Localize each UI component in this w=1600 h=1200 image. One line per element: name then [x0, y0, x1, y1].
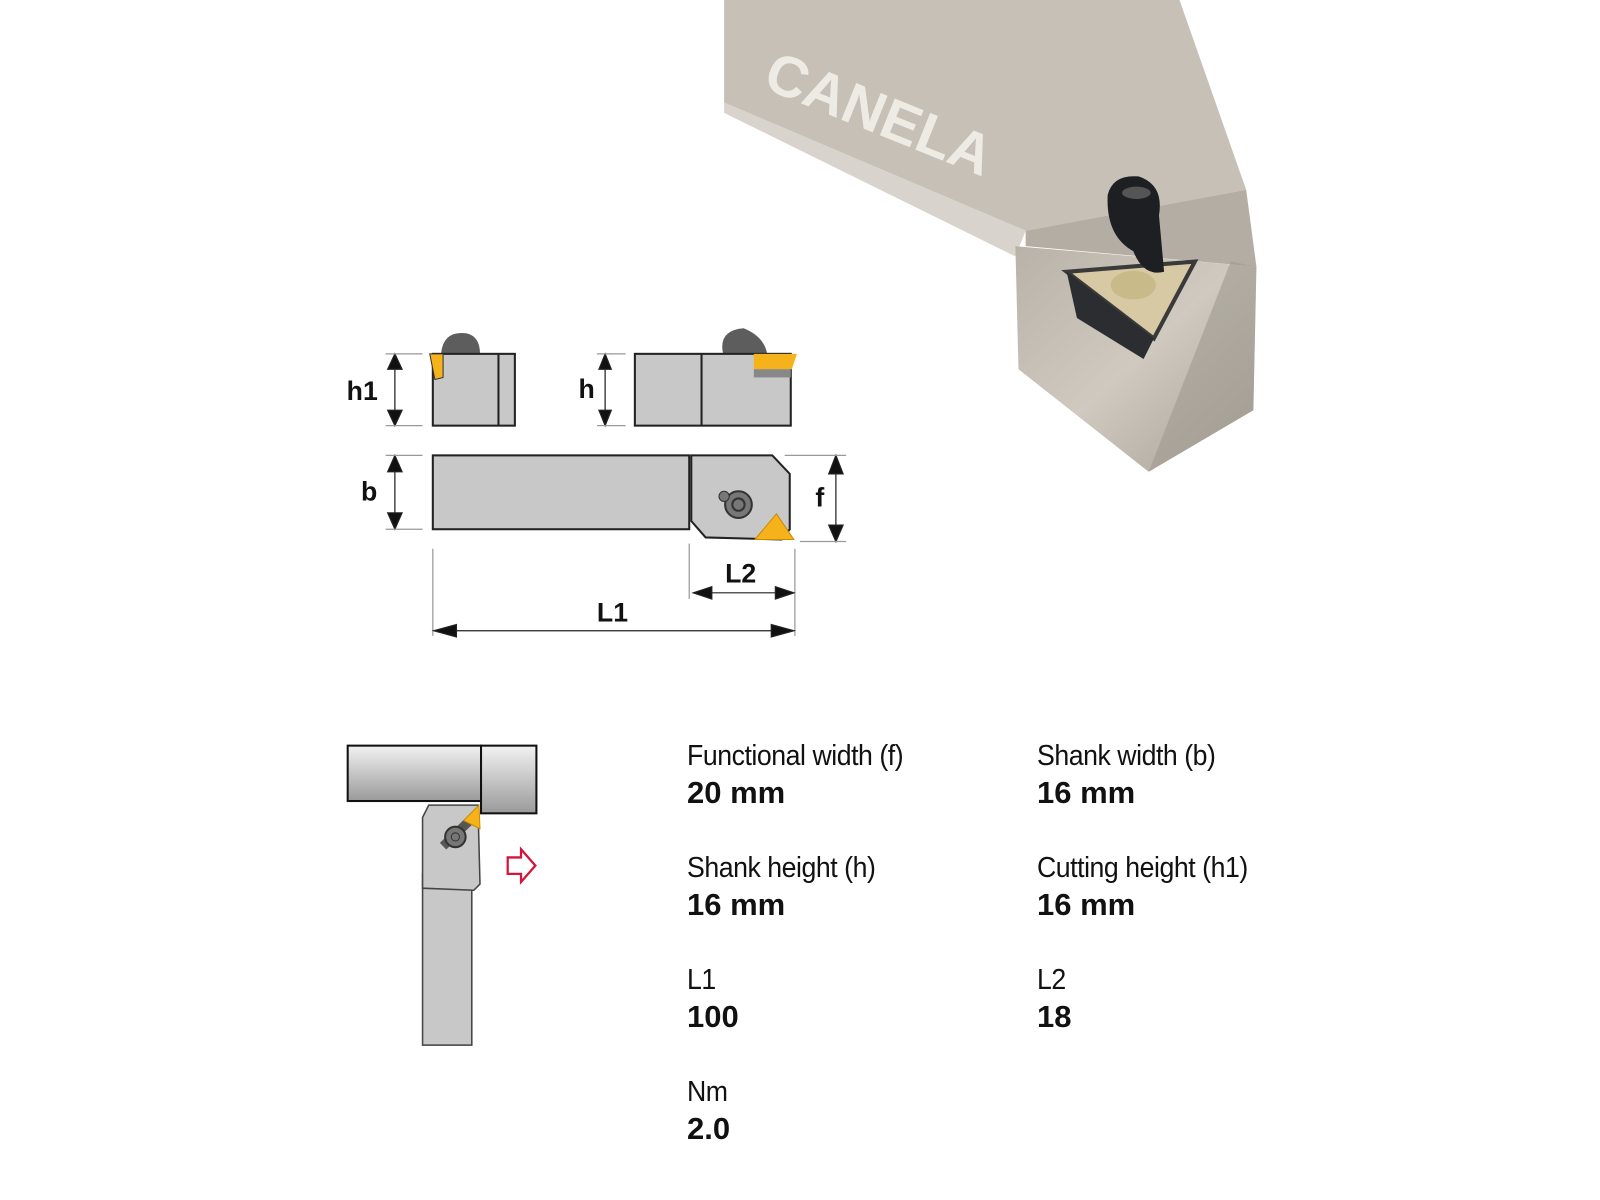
spec-label: Shank width (b): [1037, 740, 1216, 772]
spec-value: 16 mm: [687, 887, 786, 922]
spec-cutting-height: Cutting height (h1) 16 mm: [1037, 852, 1266, 923]
spec-L2: L2 18: [1037, 964, 1071, 1035]
spec-value: 18: [1037, 999, 1072, 1034]
spec-label: Cutting height (h1): [1037, 852, 1248, 884]
spec-L1: L1 100: [687, 964, 739, 1035]
spec-label: L2: [1037, 964, 1066, 996]
spec-functional-width: Functional width (f) 20 mm: [687, 740, 922, 811]
spec-value: 16 mm: [1037, 887, 1136, 922]
spec-value: 100: [687, 999, 739, 1034]
spec-shank-height: Shank height (h) 16 mm: [687, 852, 892, 923]
end-view-h1: [429, 332, 516, 427]
spec-torque: Nm 2.0: [687, 1076, 731, 1147]
label-b: b: [361, 477, 377, 507]
side-view-h: [633, 328, 797, 427]
dimension-lines: [385, 352, 847, 638]
spec-value: 16 mm: [1037, 775, 1136, 810]
label-L1: L1: [597, 598, 628, 628]
spec-label: Nm: [687, 1076, 728, 1108]
spec-value: 2.0: [687, 1111, 731, 1146]
feed-direction-arrow-icon: [506, 846, 537, 886]
tool-holder-photo: CANELA: [724, 0, 1257, 472]
spec-label: L1: [687, 964, 716, 996]
spec-value: 20 mm: [687, 775, 786, 810]
label-h: h: [578, 374, 594, 404]
operation-diagram: [346, 744, 538, 1046]
plan-view: [431, 454, 795, 541]
spec-label: Shank height (h): [687, 852, 876, 884]
spec-shank-width: Shank width (b) 16 mm: [1037, 740, 1231, 811]
label-f: f: [815, 483, 824, 513]
label-h1: h1: [347, 376, 378, 406]
spec-label: Functional width (f): [687, 740, 904, 772]
label-L2: L2: [725, 559, 756, 589]
